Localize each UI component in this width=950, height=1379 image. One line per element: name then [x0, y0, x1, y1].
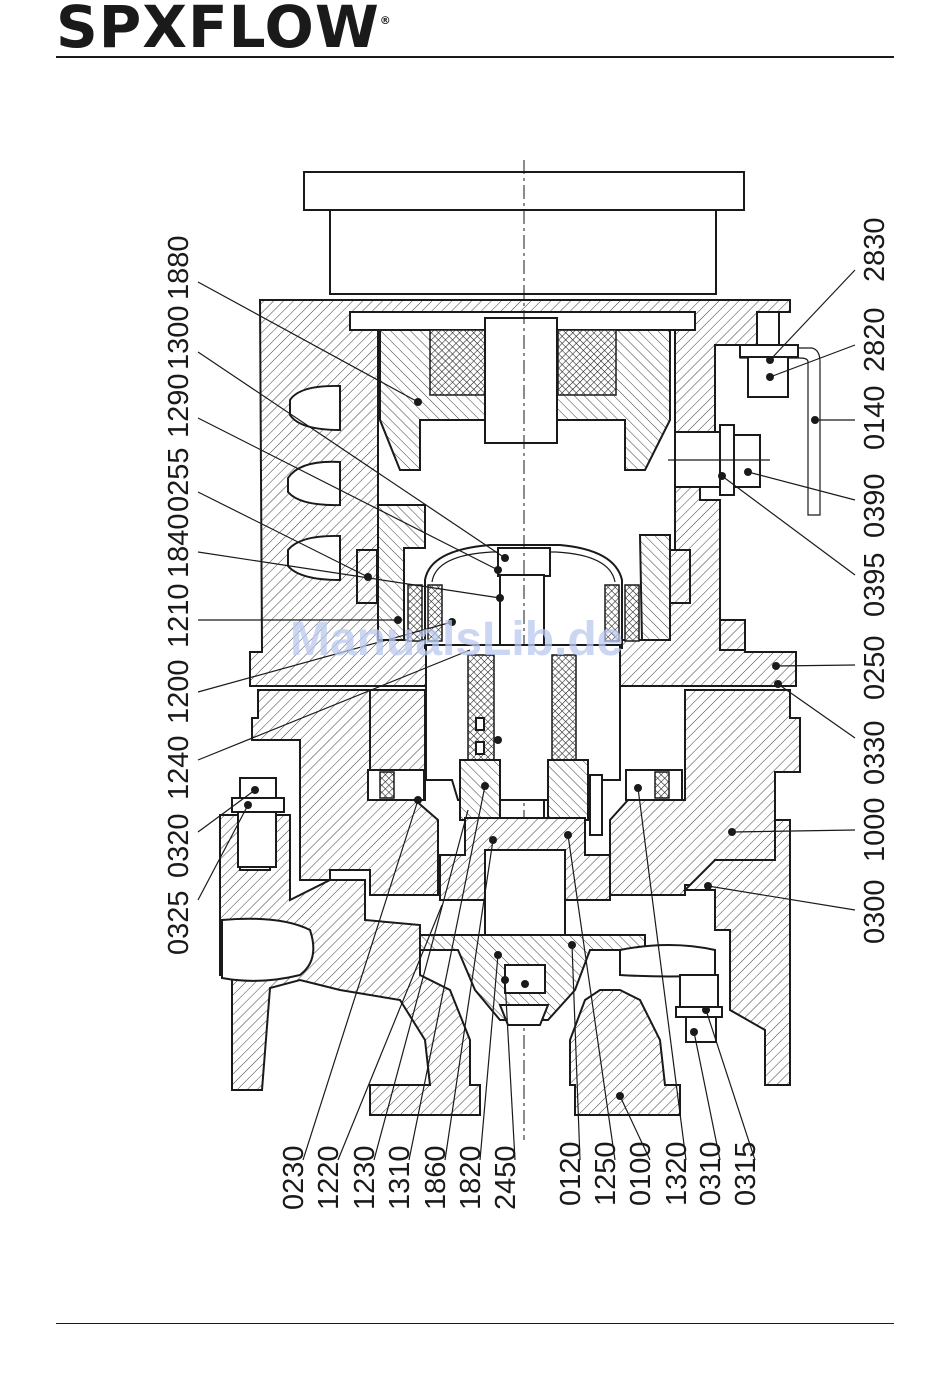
callout-0140: 0140 — [859, 385, 891, 450]
callout-1200: 1200 — [163, 659, 195, 724]
callout-1290: 1290 — [163, 373, 195, 438]
callout-1230: 1230 — [349, 1145, 381, 1210]
callout-1210: 1210 — [163, 583, 195, 648]
callout-1250: 1250 — [590, 1141, 622, 1206]
callout-0255: 0255 — [163, 447, 195, 512]
callout-2830: 2830 — [859, 217, 891, 282]
callout-0320: 0320 — [163, 813, 195, 878]
callout-1840: 1840 — [163, 513, 195, 578]
sensor-plug — [668, 425, 770, 495]
drain-plug — [676, 975, 722, 1042]
callout-1880: 1880 — [163, 235, 195, 300]
watermark: ManualsLib.de — [290, 613, 623, 666]
callout-0100: 0100 — [625, 1141, 657, 1206]
callout-0300: 0300 — [859, 879, 891, 944]
callout-1860: 1860 — [420, 1145, 452, 1210]
left-callouts: 1880 1300 1290 0255 1840 1210 1200 1240 … — [163, 235, 195, 955]
callout-0230: 0230 — [278, 1145, 310, 1210]
right-callouts: 2830 2820 0140 0390 0395 0250 0330 1000 … — [859, 217, 891, 944]
callout-1300: 1300 — [163, 305, 195, 370]
callout-0390: 0390 — [859, 473, 891, 538]
flange-step — [720, 620, 745, 650]
bottom-callouts: 0230 1220 1230 1310 1860 1820 2450 0120 … — [278, 1141, 762, 1210]
callout-1320: 1320 — [661, 1141, 693, 1206]
callout-1220: 1220 — [313, 1145, 345, 1210]
callout-0310: 0310 — [695, 1141, 727, 1206]
callout-0250: 0250 — [859, 635, 891, 700]
callout-1000: 1000 — [859, 797, 891, 862]
callout-2450: 2450 — [490, 1145, 522, 1210]
callout-0120: 0120 — [555, 1141, 587, 1206]
callout-1240: 1240 — [163, 735, 195, 800]
callout-0325: 0325 — [163, 890, 195, 955]
callout-0315: 0315 — [730, 1141, 762, 1206]
callout-1820: 1820 — [455, 1145, 487, 1210]
callout-2820: 2820 — [859, 307, 891, 372]
callout-0395: 0395 — [859, 552, 891, 617]
callout-0330: 0330 — [859, 720, 891, 785]
callout-1310: 1310 — [384, 1145, 416, 1210]
